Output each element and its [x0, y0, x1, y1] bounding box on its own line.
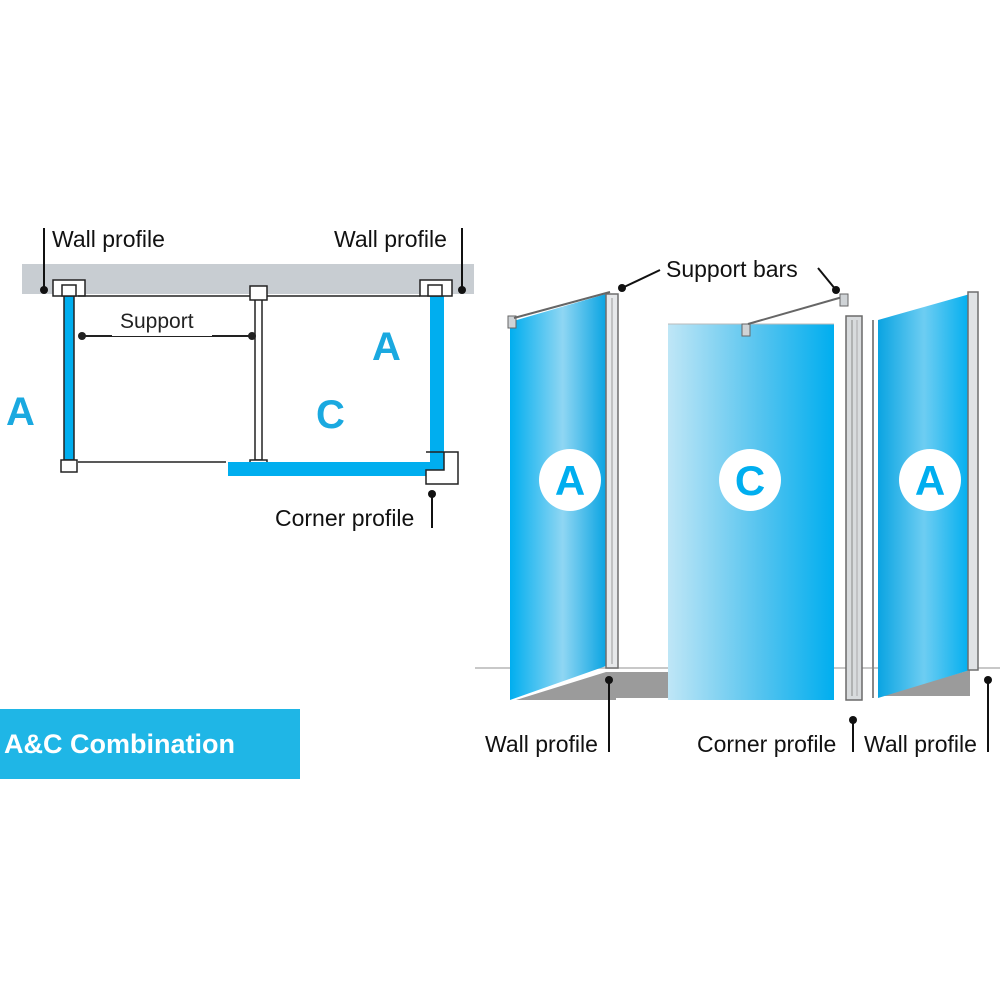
elevation-wall-profile-right-label: Wall profile — [864, 731, 977, 757]
plan-view: Wall profile Wall profile Support Corner… — [6, 226, 474, 531]
combination-badge: A&C Combination — [0, 709, 300, 779]
combination-title: A&C Combination — [4, 728, 235, 759]
plan-support-label: Support — [120, 310, 194, 333]
plan-letter-c: C — [316, 393, 345, 437]
wall-profile-pin-right — [458, 286, 466, 294]
elevation-corner-profile-label: Corner profile — [697, 731, 836, 757]
plan-corner-profile — [425, 451, 459, 485]
plan-panel-a-right — [430, 290, 444, 466]
elevation-wall-profile-left-label: Wall profile — [485, 731, 598, 757]
plan-corner-profile-label: Corner profile — [275, 505, 414, 531]
wall-profile-pin-left — [40, 286, 48, 294]
elevation-letter-a-left: A — [555, 457, 585, 504]
plan-wall-profile-right-label: Wall profile — [334, 226, 447, 252]
elevation-view: A C A Support bars Wall profile Corner p… — [475, 256, 1000, 757]
elevation-letter-c: C — [735, 457, 765, 504]
elevation-support-bars-label: Support bars — [666, 256, 798, 282]
plan-wall-profile-left-label: Wall profile — [52, 226, 165, 252]
elevation-corner-profile — [845, 315, 863, 701]
plan-panel-c — [228, 462, 444, 476]
plan-panel-a-left — [63, 293, 75, 461]
plan-letter-a-left: A — [6, 390, 35, 434]
elevation-floor — [516, 672, 616, 700]
elevation-letter-a-right: A — [915, 457, 945, 504]
plan-letter-a-right: A — [372, 325, 401, 369]
elevation-panel-c — [668, 324, 834, 700]
plan-wall — [22, 264, 474, 294]
elevation-support-bar — [747, 295, 847, 325]
